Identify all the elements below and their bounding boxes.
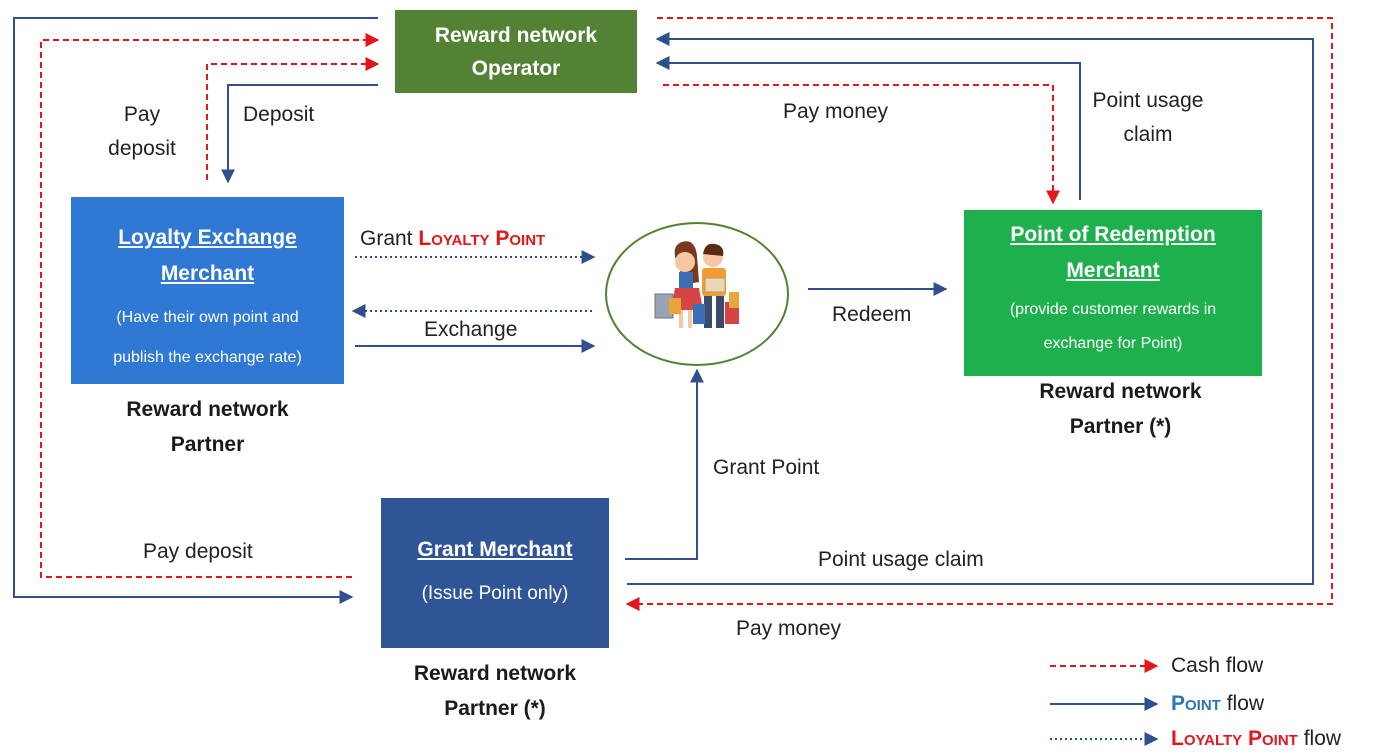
redemption-desc-line2: exchange for Point)	[1043, 335, 1183, 352]
legend-point-flow-text: Point flow	[1171, 692, 1265, 715]
pay-money-bottom-label: Pay money	[736, 617, 842, 640]
legend-cash-flow-text: Cash flow	[1171, 654, 1264, 677]
redeem-label: Redeem	[832, 303, 912, 326]
customer-circle	[605, 222, 789, 366]
pay-deposit-top-label: Pay deposit	[108, 103, 176, 160]
arrow-grant-point-usage-claim	[627, 32, 1314, 585]
loyalty-desc-line2: publish the exchange rate)	[113, 349, 302, 366]
operator-title-line1: Reward network	[434, 24, 598, 47]
pay-money-top-label: Pay money	[783, 100, 889, 123]
pay-deposit-bottom-label: Pay deposit	[143, 540, 253, 563]
arrow-pay-money-redemption	[663, 84, 1060, 205]
loyalty-title-line2: Merchant	[160, 262, 255, 285]
redemption-title-line2: Merchant	[1066, 259, 1160, 282]
legend-loyalty-point-flow-text: Loyalty Point flow	[1171, 727, 1342, 750]
loyalty-title-line1: Loyalty Exchange	[118, 226, 297, 249]
shoppers-couple-icon	[654, 241, 739, 328]
loyalty-desc-line1: (Have their own point and	[116, 309, 299, 326]
grant-point-label: Grant Point	[713, 456, 820, 479]
arrow-pay-money-grant	[625, 17, 1333, 611]
grant-merchant-box: Grant Merchant (Issue Point only)	[381, 498, 609, 648]
redemption-partner-caption: Reward network Partner (*)	[1039, 380, 1202, 438]
loyalty-partner-caption: Reward network Partner	[126, 398, 289, 456]
arrow-operator-to-grant-merchant	[13, 17, 378, 604]
point-usage-claim-top-label: Point usage claim	[1092, 89, 1204, 146]
arrow-grant-point	[625, 368, 704, 560]
arrow-deposit	[221, 84, 378, 184]
arrow-redemption-point-usage-claim	[655, 56, 1081, 200]
operator-title-line2: Operator	[471, 57, 561, 80]
point-of-redemption-merchant-box: Point of Redemption Merchant (provide cu…	[964, 210, 1262, 376]
grant-partner-caption: Reward network Partner (*)	[413, 662, 577, 720]
redemption-desc-line1: (provide customer rewards in	[1009, 301, 1217, 318]
point-usage-claim-bottom-label: Point usage claim	[818, 548, 984, 571]
exchange-label: Exchange	[424, 318, 518, 341]
deposit-label: Deposit	[243, 103, 315, 126]
loyalty-exchange-merchant-box: Loyalty Exchange Merchant (Have their ow…	[71, 197, 344, 384]
redemption-title-line1: Point of Redemption	[1010, 223, 1216, 246]
grant-desc: (Issue Point only)	[421, 583, 569, 604]
reward-network-operator-box: Reward network Operator	[395, 10, 637, 93]
arrow-pay-deposit-loyalty	[206, 57, 380, 180]
grant-loyalty-point-label: Grant Loyalty Point	[360, 227, 546, 250]
arrow-pay-deposit-grant	[40, 33, 380, 578]
grant-title: Grant Merchant	[417, 538, 573, 561]
